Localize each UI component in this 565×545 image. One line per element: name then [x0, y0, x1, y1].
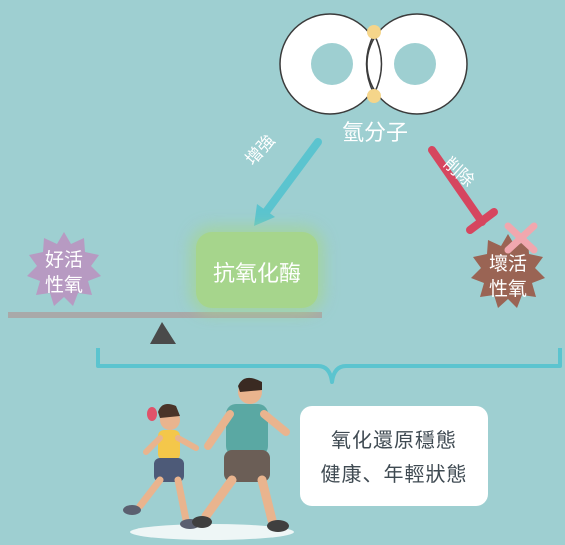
bad-oxygen-line1: 壞活	[488, 253, 527, 275]
remove-arrow	[428, 146, 498, 234]
man-runner-icon	[192, 377, 290, 532]
hydrogen-molecule-label: 氫分子	[341, 121, 408, 146]
cross-icon	[504, 222, 538, 254]
result-line-2: 健康、年輕狀態	[320, 462, 468, 486]
runners-illustration	[123, 377, 294, 540]
bracket	[96, 348, 562, 384]
enhance-arrow	[254, 138, 322, 226]
hydrogen-molecule	[279, 13, 468, 115]
good-oxygen-line2: 性氧	[44, 273, 83, 296]
bad-oxygen-line2: 性氧	[488, 277, 527, 300]
balance-fulcrum-icon	[150, 322, 176, 344]
good-oxygen-line1: 好活	[44, 249, 83, 271]
antioxidant-box	[196, 232, 318, 308]
electron-bottom-icon	[367, 89, 381, 103]
nucleus-right-icon	[394, 43, 436, 85]
result-line-1: 氧化還原穩態	[331, 428, 457, 452]
good-oxygen-badge	[27, 232, 101, 306]
antioxidant-label: 抗氧化酶	[212, 262, 301, 287]
good-oxygen-label: 好活 性氧	[24, 248, 104, 297]
balance-beam	[8, 312, 322, 318]
electron-top-icon	[367, 25, 381, 39]
woman-runner-icon	[123, 404, 200, 529]
result-callout	[300, 406, 488, 506]
bad-oxygen-badge	[471, 234, 545, 308]
nucleus-left-icon	[311, 43, 353, 85]
bad-oxygen-label: 壞活 性氧	[468, 252, 548, 301]
